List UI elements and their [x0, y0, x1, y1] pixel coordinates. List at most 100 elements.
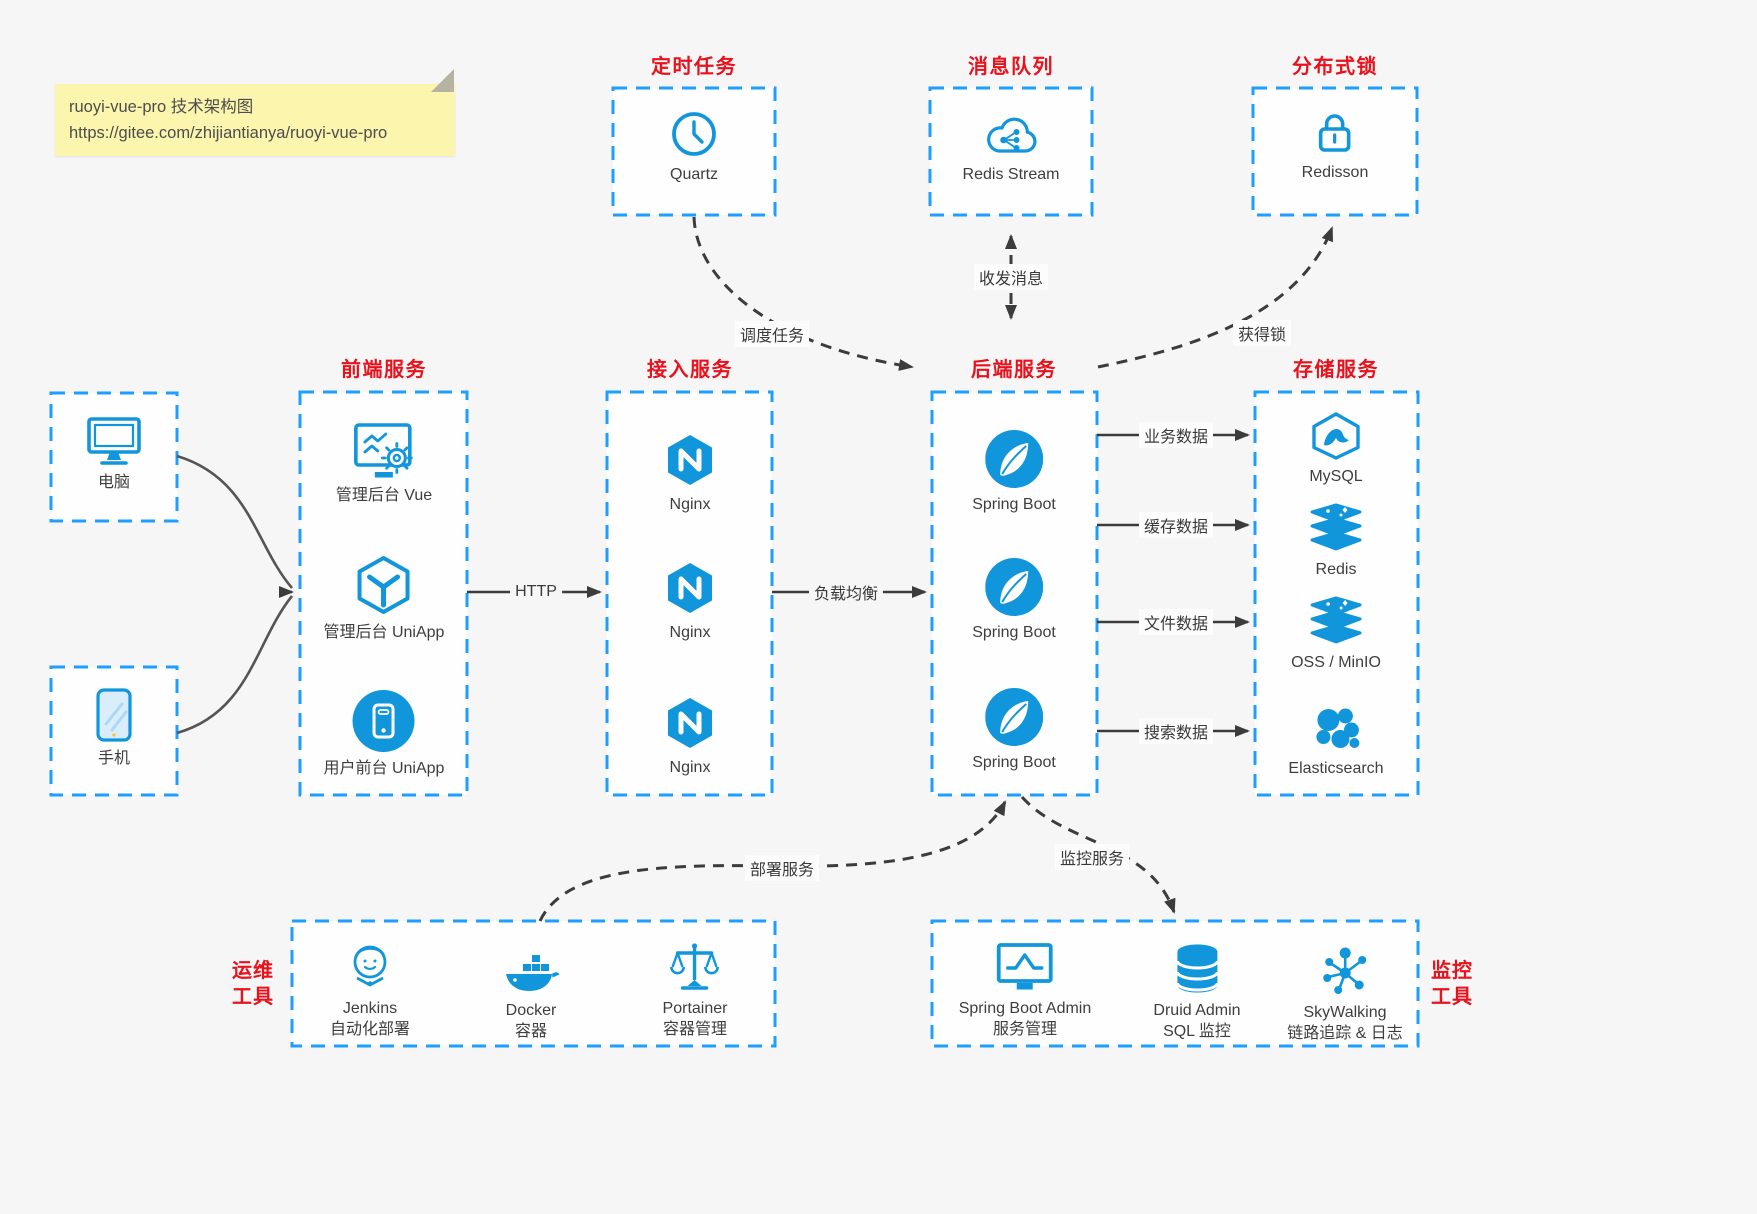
- node-admin-vue: 管理后台 Vue: [336, 421, 432, 506]
- smartphone-icon: [96, 688, 132, 742]
- node-sublabel: 自动化部署: [329, 1021, 411, 1038]
- spring-boot-admin-icon: [997, 943, 1053, 990]
- node-jenkins: Jenkins 自动化部署: [330, 940, 410, 1040]
- node-label: 电脑: [97, 474, 130, 491]
- edge-acquire-lock: [1097, 226, 1334, 369]
- node-label: Jenkins: [342, 1000, 398, 1017]
- edge-label-business-data: 业务数据: [1138, 422, 1214, 448]
- node-sublabel: 容器: [514, 1023, 547, 1040]
- node-pc: 电脑: [85, 414, 143, 493]
- spring-boot-icon: [984, 430, 1043, 488]
- nginx-icon: [668, 698, 712, 748]
- node-label: Quartz: [669, 166, 719, 183]
- spring-boot-icon: [984, 688, 1043, 746]
- nginx-icon: [668, 435, 712, 485]
- node-label: Spring Boot: [972, 754, 1056, 771]
- node-label: 用户前台 UniApp: [323, 760, 445, 777]
- uniapp-cube-icon: [358, 556, 410, 614]
- node-label: Nginx: [669, 759, 711, 776]
- skywalking-icon: [1322, 947, 1366, 994]
- node-label: Spring Boot: [972, 496, 1056, 513]
- node-sublabel: SQL 监控: [1163, 1023, 1231, 1040]
- label-monitoring-tools: 监控 工具: [1431, 960, 1473, 1008]
- node-nginx-3: Nginx: [662, 695, 718, 778]
- nginx-icon: [668, 563, 712, 613]
- druid-icon: [1175, 944, 1219, 993]
- object-storage-icon: [1310, 596, 1362, 644]
- node-label: Spring Boot Admin: [958, 1000, 1092, 1017]
- node-label: 管理后台 Vue: [335, 487, 433, 504]
- node-nginx-1: Nginx: [662, 432, 718, 515]
- title-access: 接入服务: [647, 359, 733, 381]
- node-docker: Docker 容器: [502, 952, 560, 1042]
- node-label: Elasticsearch: [1288, 760, 1384, 777]
- node-druid-admin: Druid Admin SQL 监控: [1153, 942, 1241, 1042]
- node-nginx-2: Nginx: [662, 560, 718, 643]
- edge-label-search-data: 搜索数据: [1138, 718, 1214, 744]
- node-label: Portainer: [662, 1000, 728, 1017]
- sticky-note: ruoyi-vue-pro 技术架构图 https://gitee.com/zh…: [55, 84, 455, 156]
- node-admin-uniapp: 管理后台 UniApp: [323, 554, 445, 643]
- frame-monitoring-box: [930, 919, 1420, 1048]
- node-quartz: Quartz: [670, 110, 718, 185]
- elasticsearch-icon: [1316, 708, 1359, 748]
- edge-label-send-receive-message: 收发消息: [973, 264, 1049, 290]
- node-sublabel: 链路追踪 & 日志: [1287, 1025, 1403, 1042]
- node-mobile: 手机: [95, 688, 133, 769]
- redis-icon: [1310, 503, 1362, 551]
- cloud-stream-icon: [987, 117, 1037, 153]
- edge-label-monitor-service: 监控服务: [1054, 844, 1130, 870]
- title-storage: 存储服务: [1293, 359, 1379, 381]
- mysql-icon: [1312, 412, 1360, 460]
- edge-deploy-service: [538, 800, 1007, 922]
- node-label: Redis: [1315, 561, 1357, 578]
- node-redisson: Redisson: [1301, 108, 1369, 183]
- node-label: 管理后台 UniApp: [323, 624, 445, 641]
- edge-label-cache-data: 缓存数据: [1138, 512, 1214, 538]
- admin-vue-icon: [354, 423, 413, 478]
- edge-label-file-data: 文件数据: [1138, 609, 1214, 635]
- edge-schedule-job: [692, 216, 914, 371]
- note-url[interactable]: https://gitee.com/zhijiantianya/ruoyi-vu…: [69, 124, 388, 142]
- edge-label-schedule-job: 调度任务: [734, 321, 810, 347]
- edge-label-deploy-service: 部署服务: [744, 855, 820, 881]
- node-label: Docker: [505, 1002, 557, 1019]
- edge-phone-to-frontend: [176, 595, 294, 735]
- node-skywalking: SkyWalking 链路追踪 & 日志: [1287, 944, 1403, 1044]
- node-label: 手机: [97, 750, 130, 767]
- clock-icon: [672, 112, 716, 156]
- node-user-uniapp: 用户前台 UniApp: [323, 690, 445, 779]
- node-label: Nginx: [669, 496, 711, 513]
- note-title: ruoyi-vue-pro 技术架构图: [69, 98, 254, 116]
- edge-label-acquire-lock: 获得锁: [1232, 320, 1292, 346]
- title-backend: 后端服务: [971, 359, 1057, 381]
- label-ops-tools: 运维 工具: [232, 960, 274, 1008]
- node-label: Spring Boot: [972, 624, 1056, 641]
- node-spring-boot-admin: Spring Boot Admin 服务管理: [958, 942, 1092, 1040]
- node-label: Redisson: [1301, 164, 1369, 181]
- lock-icon: [1319, 114, 1351, 152]
- spring-boot-icon: [984, 558, 1043, 616]
- node-oss-minio: OSS / MinIO: [1291, 596, 1381, 673]
- portainer-icon: [670, 943, 720, 990]
- docker-icon: [506, 955, 560, 991]
- node-portainer: Portainer 容器管理: [662, 940, 728, 1040]
- title-distributed-lock: 分布式锁: [1292, 56, 1378, 78]
- node-sublabel: 服务管理: [992, 1021, 1057, 1038]
- node-label: MySQL: [1309, 468, 1363, 485]
- node-elasticsearch: Elasticsearch: [1288, 706, 1384, 779]
- user-app-icon: [353, 690, 415, 752]
- edge-label-load-balance: 负载均衡: [808, 579, 884, 605]
- node-mysql: MySQL: [1309, 412, 1363, 487]
- desktop-icon: [87, 417, 141, 465]
- node-label: Redis Stream: [962, 166, 1060, 183]
- title-frontend: 前端服务: [341, 359, 427, 381]
- node-spring-boot-1: Spring Boot: [972, 430, 1056, 515]
- node-sublabel: 容器管理: [662, 1021, 728, 1038]
- title-message-queue: 消息队列: [968, 56, 1054, 78]
- title-scheduler: 定时任务: [651, 56, 737, 78]
- node-label: OSS / MinIO: [1291, 654, 1381, 671]
- node-label: SkyWalking: [1303, 1004, 1387, 1021]
